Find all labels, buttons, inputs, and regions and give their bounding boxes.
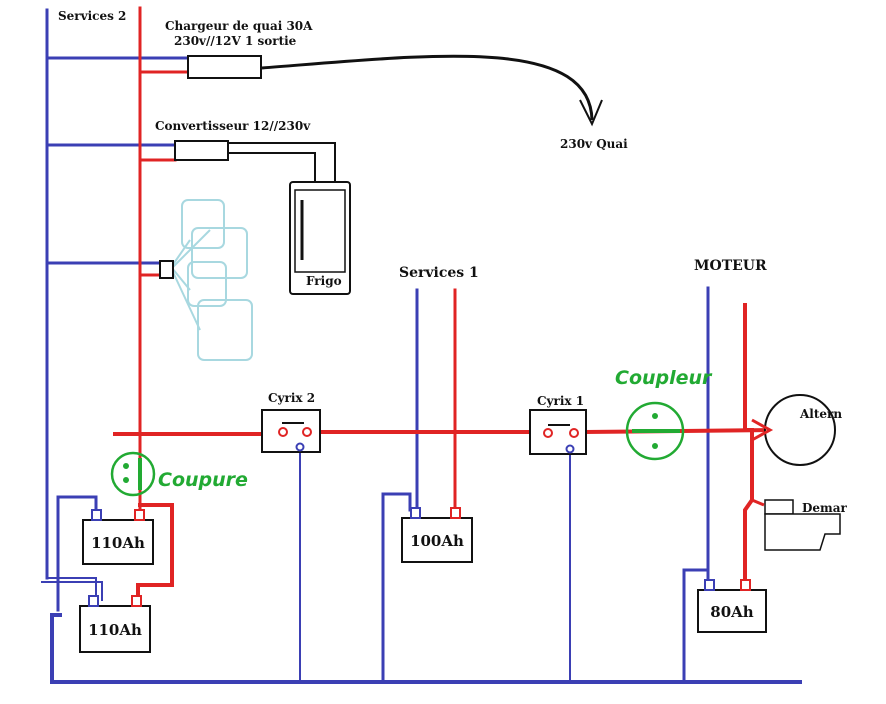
cyrix1-relay	[529, 409, 587, 455]
coupure-switch	[110, 451, 156, 497]
lighting-sketch	[171, 199, 253, 361]
battery-service1: 100Ah	[401, 507, 473, 563]
services1-label: Services 1	[399, 265, 479, 281]
charger-box	[187, 55, 262, 79]
alternator	[751, 394, 836, 466]
alternator-label: Altern	[799, 407, 842, 421]
battery-service2-bottom: 110Ah	[79, 595, 151, 653]
battery-label: 110Ah	[91, 534, 145, 552]
positive-wiring	[113, 6, 773, 602]
coupure-label: Coupure	[158, 469, 248, 491]
battery-label: 110Ah	[88, 621, 142, 639]
fridge-label: Frigo	[306, 274, 342, 288]
battery-moteur: 80Ah	[697, 579, 767, 633]
fridge	[289, 181, 351, 295]
battery-service2-top: 110Ah	[82, 509, 154, 565]
battery-label: 80Ah	[710, 603, 754, 621]
charger-sublabel: 230v//12V 1 sortie	[174, 34, 297, 48]
negative-wiring	[41, 8, 802, 684]
starter-label: Demar	[802, 501, 848, 515]
cyrix2-relay	[261, 409, 321, 453]
charger-label: Chargeur de quai 30A	[165, 19, 313, 33]
cyrix2-label: Cyrix 2	[268, 391, 315, 405]
cyrix1-label: Cyrix 1	[537, 394, 584, 408]
coupleur-label: Coupleur	[615, 367, 713, 389]
quai-label: 230v Quai	[560, 137, 628, 151]
converter-box	[174, 140, 229, 161]
light-switch	[159, 260, 174, 279]
ac-cables	[228, 54, 603, 182]
moteur-label: MOTEUR	[694, 258, 767, 274]
starter-motor	[751, 498, 841, 551]
battery-label: 100Ah	[410, 532, 464, 550]
coupleur-switch	[625, 401, 685, 461]
services2-label: Services 2	[58, 9, 126, 23]
converter-label: Convertisseur 12//230v	[155, 119, 311, 133]
